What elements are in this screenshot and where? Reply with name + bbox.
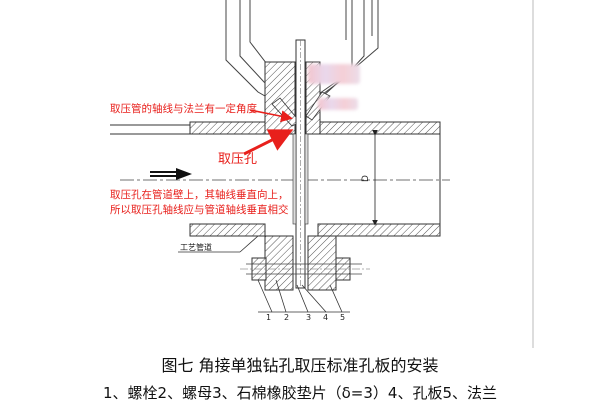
part-leader-lines bbox=[257, 279, 350, 313]
part-number-4: 4 bbox=[323, 313, 329, 322]
flange-angle-note: 取压管的轴线与法兰有一定角度 bbox=[110, 103, 257, 115]
part-number-5: 5 bbox=[340, 313, 346, 322]
parts-list: 1、螺栓2、螺母3、石棉橡胶垫片（δ=3）4、孔板5、法兰 bbox=[102, 384, 497, 402]
part-number-1: 1 bbox=[266, 313, 272, 322]
flow-direction-arrow bbox=[150, 168, 192, 180]
orifice-plate bbox=[292, 39, 309, 289]
diameter-dimension: D bbox=[361, 130, 378, 226]
tap-hole-note-line2: 所以取压孔轴线应与管道轴线垂直相交 bbox=[110, 204, 289, 216]
bolt-and-nut bbox=[240, 257, 370, 281]
part-number-3: 3 bbox=[306, 313, 312, 322]
svg-text:D: D bbox=[361, 175, 371, 182]
tap-hole-arrow bbox=[243, 129, 294, 156]
tap-hole-label: 取压孔 bbox=[218, 152, 258, 167]
figure-title: 图七 角接单独钻孔取压标准孔板的安装 bbox=[161, 356, 439, 375]
part-number-2: 2 bbox=[284, 313, 290, 322]
blurred-watermark bbox=[318, 98, 358, 110]
angle-note-arrow bbox=[249, 109, 293, 123]
tap-hole-note-line1: 取压孔在管道壁上，其轴线垂直向上， bbox=[110, 189, 289, 201]
blurred-watermark bbox=[308, 64, 360, 84]
pipe-wall-top bbox=[110, 121, 441, 135]
pipe-wall-bottom bbox=[189, 223, 441, 237]
process-pipe-label: 工艺管道 bbox=[180, 243, 212, 252]
